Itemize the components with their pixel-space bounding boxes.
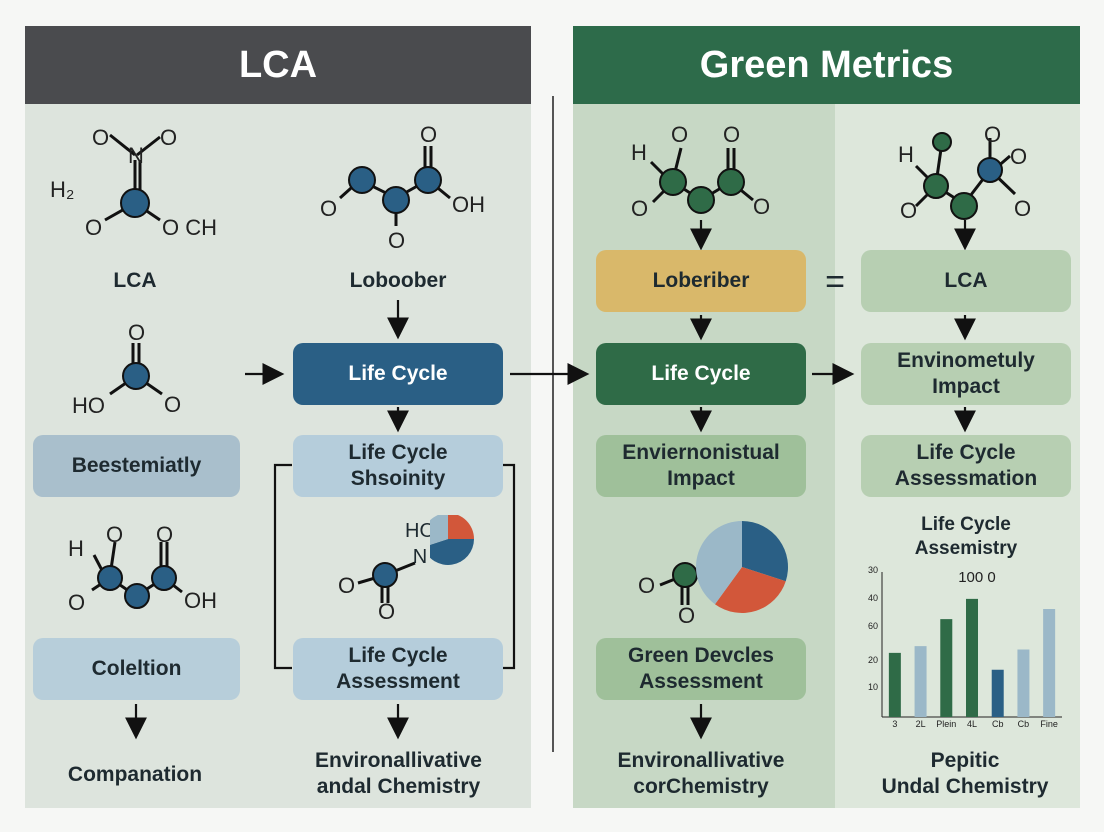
- svg-text:H: H: [68, 536, 84, 561]
- svg-text:O: O: [68, 590, 85, 615]
- box-life-cycle-blue: Life Cycle: [293, 343, 503, 405]
- y-tick-label: 30: [868, 565, 878, 575]
- bracket-left: [273, 463, 292, 670]
- bar: [991, 669, 1004, 717]
- svg-text:O: O: [984, 122, 1001, 147]
- box-life-cycle-green: Life Cycle: [596, 343, 806, 405]
- box-coleltion: Coleltion: [33, 638, 240, 700]
- box-envinometuly-impact: Envinometuly Impact: [861, 343, 1071, 405]
- svg-text:O: O: [671, 122, 688, 147]
- label-environallivative-cor: Environallivative corChemistry: [617, 749, 785, 798]
- svg-text:H₂: H₂: [50, 177, 74, 202]
- box-life-cycle-assessmation: Life Cycle Assessmation: [861, 435, 1071, 497]
- pie-slice: [714, 567, 786, 613]
- box-beestemiatly: Beestemiatly: [33, 435, 240, 497]
- svg-text:O: O: [164, 392, 181, 417]
- x-tick-label: 4L: [967, 719, 977, 729]
- pie-chart-small: [430, 515, 474, 565]
- label-environallivative-andal: Environallivative andal Chemistry: [315, 749, 482, 798]
- svg-text:O: O: [320, 196, 337, 221]
- box-green-devcles-assessment: Green Devcles Assessment: [596, 638, 806, 700]
- svg-text:O: O: [638, 573, 655, 598]
- molecule-2: O O OH O: [320, 122, 485, 253]
- pie-chart-large: [696, 521, 788, 613]
- svg-text:OH: OH: [184, 588, 217, 613]
- y-tick-label: 40: [868, 593, 878, 603]
- bar-chart: 30 40 60 20 10 100 0 3 2L Plein 4L Cb Cb Fine: [868, 565, 1062, 729]
- y-tick-label: 60: [868, 621, 878, 631]
- svg-text:O: O: [631, 196, 648, 221]
- svg-text:O: O: [85, 215, 102, 240]
- svg-text:H: H: [898, 142, 914, 167]
- svg-text:O: O: [420, 122, 437, 147]
- x-tick-label: Cb: [992, 719, 1004, 729]
- bar: [966, 598, 978, 717]
- molecule-3: O HO O: [72, 320, 181, 418]
- box-lca-green: LCA: [861, 250, 1071, 312]
- box-life-cycle-shsoinity: Life Cycle Shsoinity: [293, 435, 503, 497]
- equals-sign: =: [825, 263, 845, 301]
- svg-text:O: O: [338, 573, 355, 598]
- box-enviernonistual-impact: Enviernonistual Impact: [596, 435, 806, 497]
- molecule-5: OO: [338, 561, 416, 624]
- svg-text:O CH: O CH: [162, 215, 217, 240]
- svg-text:O: O: [388, 228, 405, 253]
- svg-text:HO: HO: [72, 393, 105, 418]
- bar: [1043, 609, 1056, 717]
- svg-text:O: O: [678, 603, 695, 628]
- pie-slice: [448, 515, 474, 539]
- header-lca: LCA: [25, 26, 531, 104]
- x-tick-label: Cb: [1018, 719, 1030, 729]
- x-tick-label: Plein: [936, 719, 956, 729]
- label-companation: Companation: [67, 763, 203, 786]
- svg-text:O: O: [156, 522, 173, 547]
- pie-slice: [742, 521, 788, 582]
- svg-text:N: N: [128, 143, 144, 168]
- svg-text:O: O: [1010, 144, 1027, 169]
- bar: [914, 646, 927, 717]
- chart-title: Life Cycle Assemistry: [914, 514, 1018, 559]
- svg-text:O: O: [106, 522, 123, 547]
- x-tick-label: 3: [892, 719, 897, 729]
- header-green-metrics: Green Metrics: [573, 26, 1080, 104]
- x-tick-label: 2L: [916, 719, 926, 729]
- svg-text:OH: OH: [452, 192, 485, 217]
- y-tick-label: 20: [868, 655, 878, 665]
- svg-text:O: O: [128, 320, 145, 345]
- svg-text:O: O: [723, 122, 740, 147]
- label-lca: LCA: [113, 269, 157, 292]
- chart-annotation: 100 0: [958, 569, 996, 586]
- bar: [940, 619, 953, 717]
- bracket-right: [500, 463, 516, 670]
- bar: [1017, 649, 1030, 717]
- y-tick-label: 10: [868, 682, 878, 692]
- svg-text:O: O: [92, 125, 109, 150]
- molecule-8: OO: [638, 562, 698, 628]
- svg-text:O: O: [753, 194, 770, 219]
- svg-text:O: O: [1014, 196, 1031, 221]
- svg-text:O: O: [160, 125, 177, 150]
- box-loberiber: Loberiber: [596, 250, 806, 312]
- bar: [888, 652, 901, 717]
- pie-slice: [430, 515, 448, 545]
- svg-text:O: O: [900, 198, 917, 223]
- pie-slice: [430, 539, 474, 565]
- label-loboober: Loboober: [349, 269, 447, 292]
- pie-slice: [696, 521, 742, 605]
- x-tick-label: Fine: [1040, 719, 1058, 729]
- svg-text:O: O: [378, 599, 395, 624]
- box-life-cycle-assessment-blue: Life Cycle Assessment: [293, 638, 503, 700]
- svg-text:H: H: [631, 140, 647, 165]
- divider: [552, 96, 554, 752]
- label-pepitic-undal: Pepitic Undal Chemistry: [881, 749, 1049, 798]
- molecule-5-label: HO N: [405, 520, 435, 568]
